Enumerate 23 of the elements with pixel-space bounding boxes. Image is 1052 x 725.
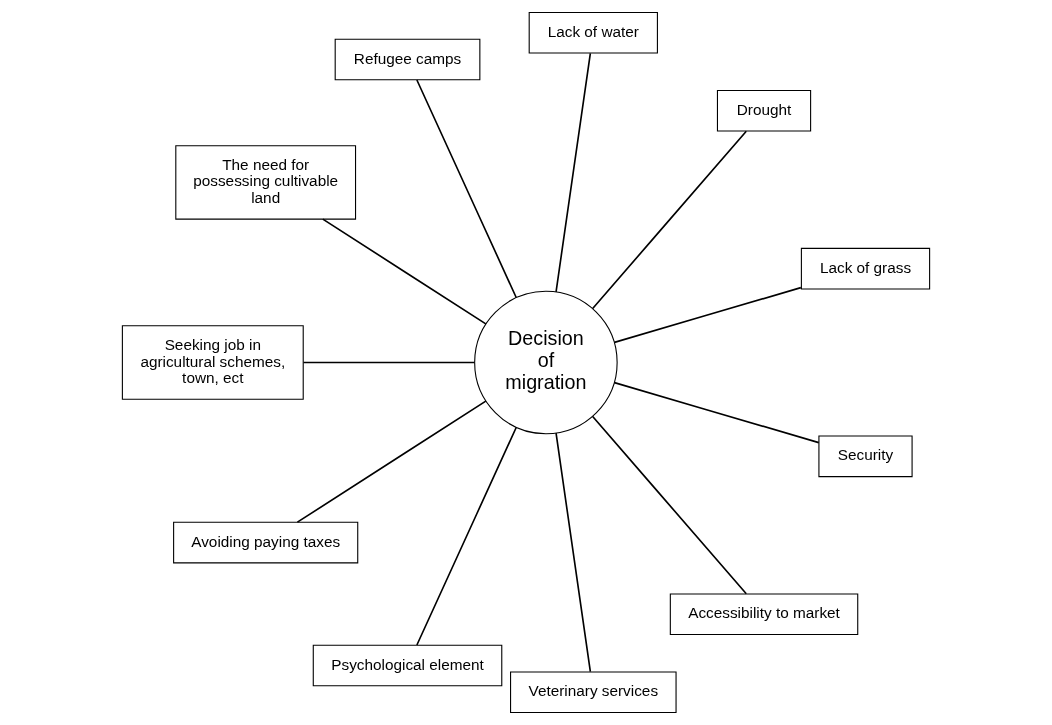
node-box: Lack of water [528,11,658,54]
connector [555,52,592,293]
connector [322,218,487,325]
node-box: Psychological element [312,644,503,687]
connector [591,415,748,595]
connector [555,432,592,673]
connector [613,381,820,444]
node-circle: Decision of migration [474,290,618,435]
node-box: Refugee camps [334,38,481,81]
node-box: Security [818,435,913,478]
node-box: Veterinary services [510,671,677,714]
connector [591,130,748,310]
connector [416,79,518,299]
node-box: Drought [716,89,812,132]
node-box: Seeking job in agricultural schemes, town, ect [121,325,304,400]
connector [613,286,802,344]
connector [302,361,476,364]
connector [416,426,518,646]
node-box: Avoiding paying taxes [173,521,359,564]
node-box: Lack of grass [800,247,931,290]
node-box: Accessibility to market [669,593,859,636]
connector [296,400,487,523]
node-box: The need for possessing cultivable land [175,145,357,220]
